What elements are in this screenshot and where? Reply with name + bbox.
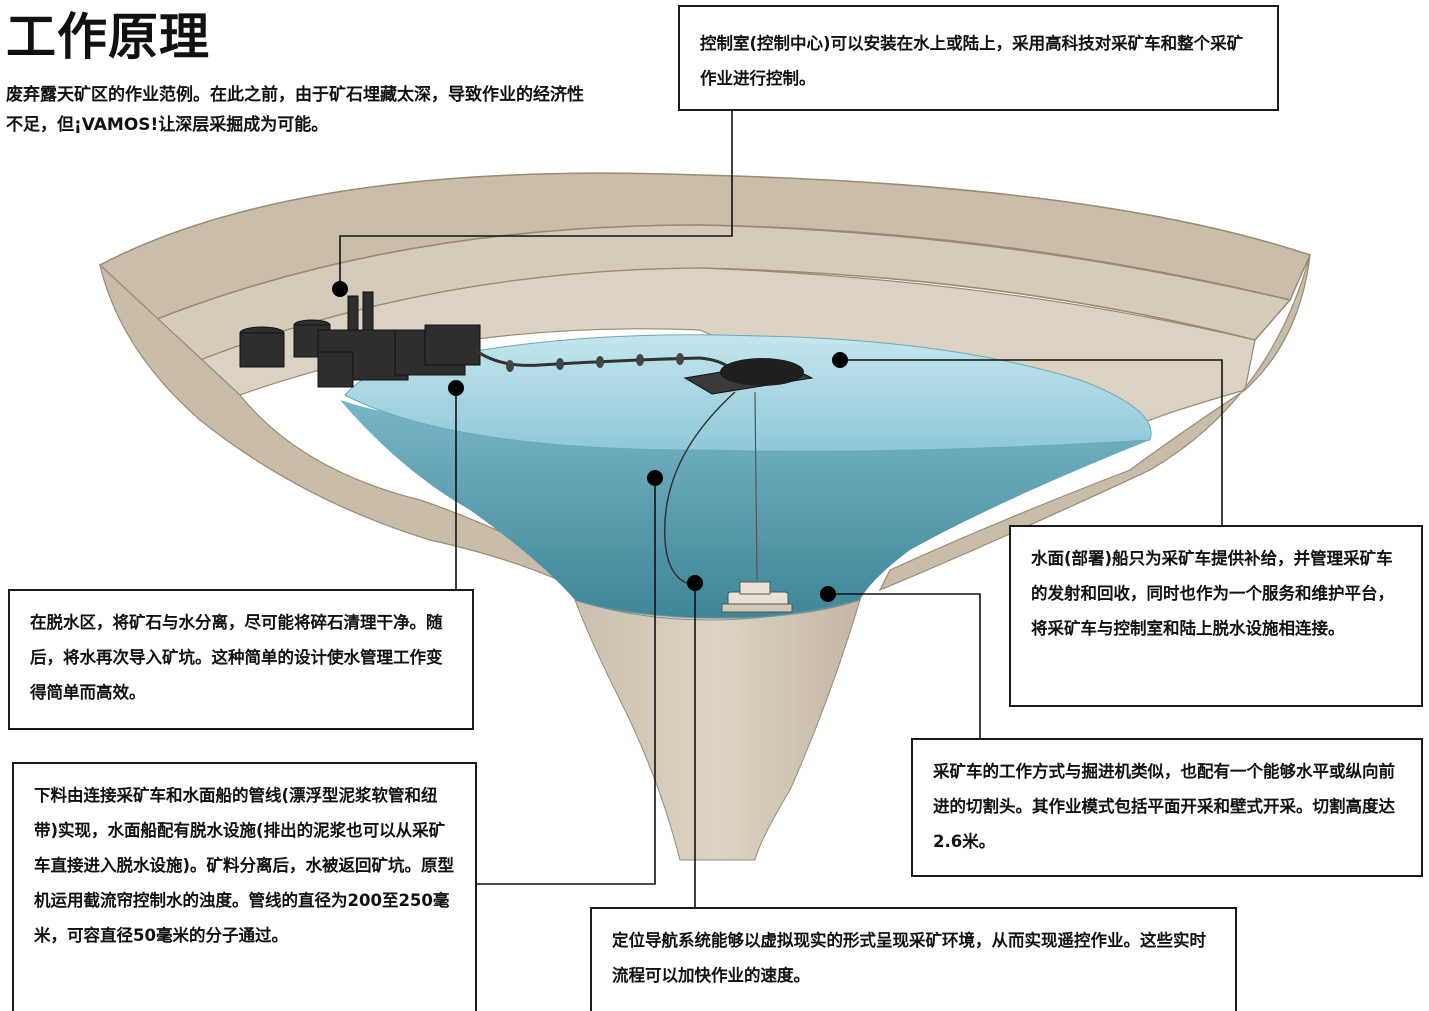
pit-shaft — [574, 599, 861, 861]
callout-control-room: 控制室(控制中心)可以安装在水上或陆上，采用高科技对采矿车和整个采矿作业进行控制… — [678, 5, 1279, 111]
callout-pipeline: 下料由连接采矿车和水面船的管线(漂浮型泥浆软管和纽带)实现，水面船配有脱水设施(… — [12, 762, 477, 1011]
callout-surface-vessel: 水面(部署)船只为采矿车提供补给，并管理采矿车的发射和回收，同时也作为一个服务和… — [1009, 525, 1423, 707]
mining-vehicle — [721, 581, 793, 613]
dewatering-facility — [239, 291, 481, 388]
callout-navigation: 定位导航系统能够以虚拟现实的形式呈现采矿环境，从而实现遥控作业。这些实时流程可以… — [590, 907, 1237, 1011]
pit-wall-right — [878, 254, 1311, 592]
leader-lines — [339, 110, 1223, 907]
surface-vessel — [683, 358, 814, 395]
water-column — [340, 400, 1150, 619]
umbilical-cable — [754, 391, 758, 581]
leader-dots — [332, 281, 848, 602]
callout-mining-vehicle: 采矿车的工作方式与掘进机类似，也配有一个能够水平或纵向前进的切割头。其作业模式包… — [911, 738, 1423, 877]
slurry-hose — [663, 391, 736, 587]
callout-dewatering: 在脱水区，将矿石与水分离，尽可能将碎石清理干净。随后，将水再次导入矿坑。这种简单… — [8, 589, 474, 730]
page-title: 工作原理 — [6, 8, 210, 66]
intro-text: 废弃露天矿区的作业范例。在此之前，由于矿石埋藏太深，导致作业的经济性不足，但¡V… — [6, 85, 584, 135]
